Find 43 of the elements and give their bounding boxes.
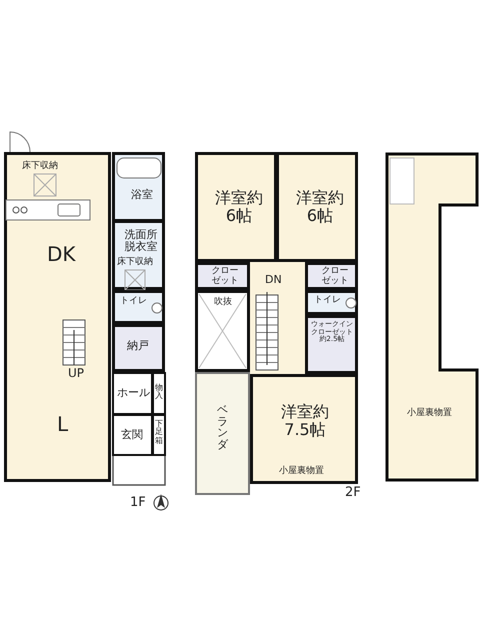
stair-label: UP [68, 367, 84, 380]
room-label: 物入 [154, 384, 164, 401]
room [195, 372, 250, 495]
room-label: トイレ [120, 297, 147, 307]
room-label: L [57, 413, 68, 435]
room-label: DK [47, 243, 76, 265]
room [276, 152, 358, 262]
room [305, 290, 358, 315]
room [305, 262, 358, 290]
room-label: ホール [117, 387, 150, 400]
floor-label: 2F [345, 486, 361, 500]
room-label: 洗面所脱衣室 [124, 229, 158, 254]
room [305, 315, 358, 374]
room [4, 152, 111, 482]
room-label: 小屋裏物置 [279, 467, 324, 477]
room [112, 414, 153, 456]
room-label: 玄関 [121, 429, 143, 442]
room-label: 浴室 [131, 189, 153, 202]
room-label: 床下収納 [117, 258, 153, 268]
room-label: トイレ [314, 296, 341, 306]
room [250, 374, 358, 484]
room-label: 洋室約6帖 [214, 189, 264, 224]
room [152, 414, 166, 456]
room-label: ベランダ [216, 404, 229, 450]
room [112, 290, 165, 324]
room [112, 220, 165, 290]
room-label: 吹抜 [214, 298, 232, 308]
room [195, 152, 277, 262]
room-label: 洋室約7.5帖 [280, 403, 330, 438]
room-label: DN [265, 274, 282, 286]
room-label: クローゼット [320, 267, 350, 287]
attic-room [385, 152, 479, 482]
floor-label: 1F [130, 496, 146, 510]
room-label: 下足箱 [154, 420, 164, 446]
room-label: 洋室約6帖 [295, 189, 345, 224]
room [112, 372, 153, 415]
room-label: クローゼット [210, 267, 240, 287]
room-label: 小屋裏物置 [407, 409, 452, 419]
room [152, 372, 166, 415]
room-label: 納戸 [127, 340, 149, 352]
room [112, 324, 165, 372]
room-label: 床下収納 [22, 162, 58, 172]
room [195, 262, 250, 290]
